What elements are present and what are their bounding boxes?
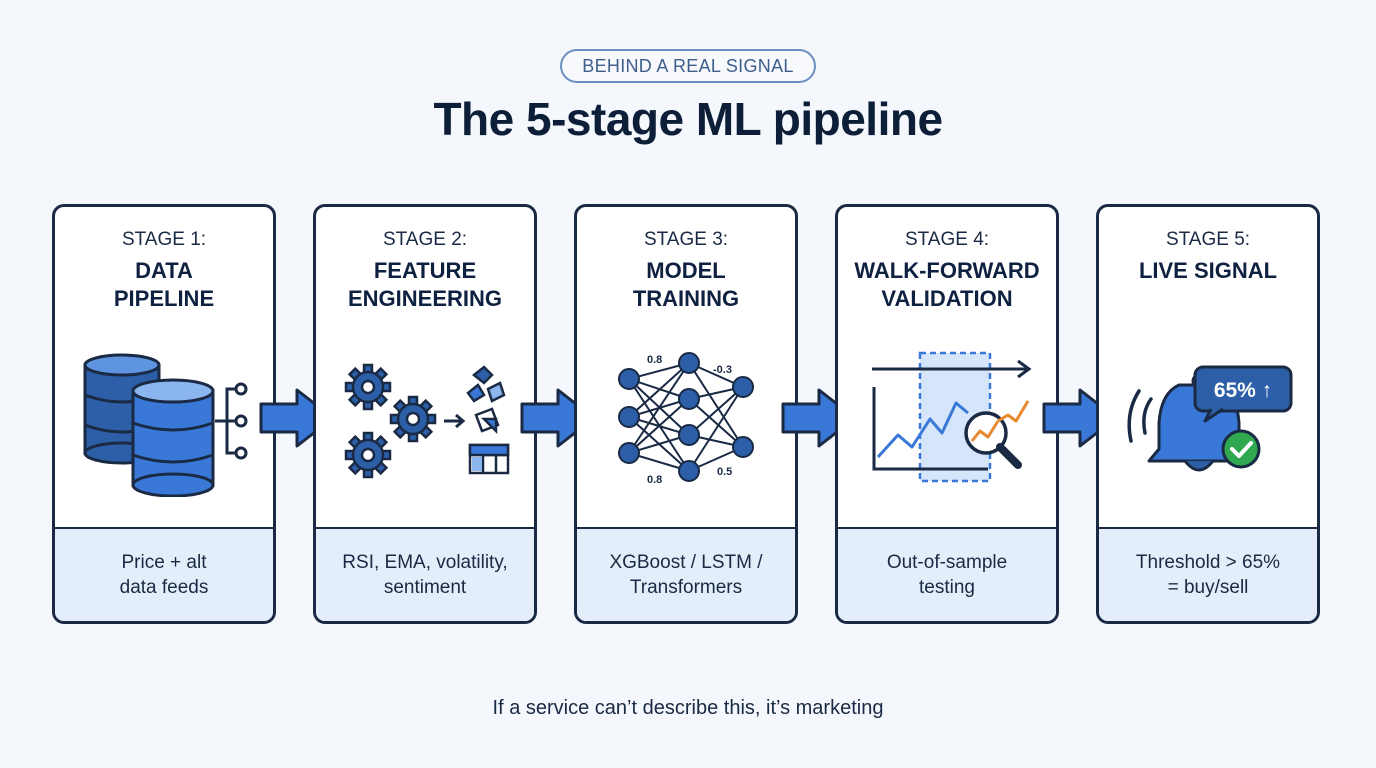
stage-description: XGBoost / LSTM / Transformers <box>577 527 795 621</box>
stage-description: Price + alt data feeds <box>55 527 273 621</box>
stage-card-2: STAGE 2: FEATURE ENGINEERING <box>313 204 537 624</box>
stage-label: STAGE 4: <box>904 229 990 250</box>
stage-card-4: STAGE 4: WALK-FORWARD VALIDATION Out-of-… <box>835 204 1059 624</box>
stage-card-3: STAGE 3: MODEL TRAINING 0.8 -0.3 0.8 0.5… <box>574 204 798 624</box>
stage-description: RSI, EMA, volatility, sentiment <box>316 527 534 621</box>
stage-name: FEATURE ENGINEERING <box>347 258 503 311</box>
stage-description: Threshold > 65% = buy/sell <box>1099 527 1317 621</box>
footer-caption: If a service can’t describe this, it’s m… <box>492 697 884 719</box>
stage-name: WALK-FORWARD VALIDATION <box>854 258 1040 311</box>
stage-label: STAGE 1: <box>121 229 207 250</box>
section-badge: BEHIND A REAL SIGNAL <box>560 49 816 83</box>
validation-chart-icon <box>872 351 1032 483</box>
page-title: The 5-stage ML pipeline <box>433 93 943 145</box>
signal-badge: 65% ↑ <box>1214 379 1272 402</box>
stage-name: DATA PIPELINE <box>113 258 215 311</box>
weight-label: 0.5 <box>717 466 732 478</box>
gears-icon <box>344 363 510 479</box>
stage-name: MODEL TRAINING <box>632 258 740 311</box>
alert-bell-icon: 65% ↑ <box>1127 365 1293 472</box>
database-icon <box>83 353 248 497</box>
weight-label: 0.8 <box>647 354 662 366</box>
neural-network-icon: 0.8 -0.3 0.8 0.5 <box>618 352 754 486</box>
stage-card-1: STAGE 1: DATA PIPELINE Price + alt data … <box>52 204 276 624</box>
stage-name: LIVE SIGNAL <box>1138 258 1278 283</box>
stage-label: STAGE 3: <box>643 229 729 250</box>
stage-label: STAGE 5: <box>1165 229 1251 250</box>
stage-label: STAGE 2: <box>382 229 468 250</box>
weight-label: -0.3 <box>713 364 732 376</box>
weight-label: 0.8 <box>647 474 662 486</box>
stage-description: Out-of-sample testing <box>838 527 1056 621</box>
stage-card-5: STAGE 5: LIVE SIGNAL 65% ↑ Threshold > 6… <box>1096 204 1320 624</box>
